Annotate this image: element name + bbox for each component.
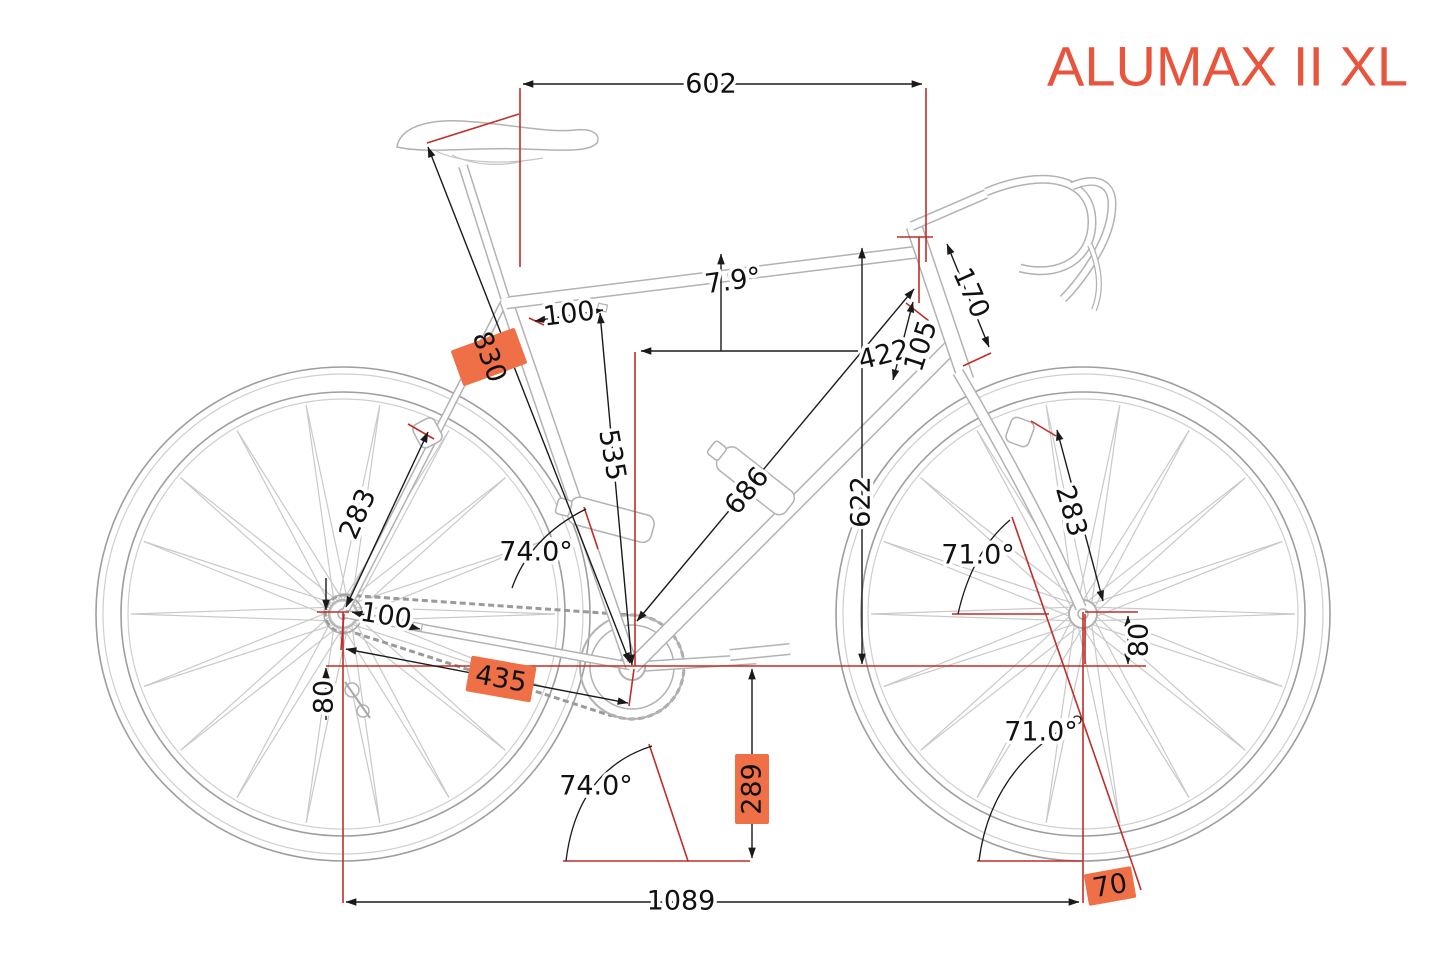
seatpost — [458, 164, 510, 300]
label-rear-brake: 283 — [333, 484, 382, 544]
rear-offset-marker — [411, 621, 424, 632]
dim-head-tube-length — [946, 243, 990, 348]
label-stack: 622 — [846, 476, 877, 528]
handlebar — [910, 174, 1117, 312]
dim-saddle-height — [427, 146, 631, 664]
label-trail: 70 — [1090, 868, 1129, 904]
label-head-tube-length: 170 — [946, 263, 995, 323]
label-rear-offset: 100 — [358, 597, 414, 636]
arc-seat-angle-upper — [511, 508, 587, 589]
bike-artwork — [95, 119, 1331, 862]
label-top-tube-effective: 602 — [685, 69, 737, 100]
dim-front-brake — [1056, 429, 1104, 602]
tick-170 — [962, 352, 992, 367]
highlight-trail — [1083, 866, 1137, 906]
highlight-boxes — [451, 328, 1137, 906]
steering-axis — [1011, 516, 1134, 867]
tick-chainstay-right — [628, 668, 635, 707]
label-bb-drop-right: 80 — [1124, 623, 1155, 657]
label-wheelbase: 1089 — [647, 886, 716, 917]
label-seat-tube-angle-ground: 74.0° — [559, 771, 633, 802]
arc-head-angle-upper — [957, 519, 1011, 615]
label-head-tube-angle-ground: 71.0° — [1004, 717, 1078, 748]
dim-rear-brake — [345, 431, 429, 608]
highlight-bb-height — [735, 754, 769, 824]
dim-saddle-setback — [534, 307, 604, 324]
label-seat-tube-length: 535 — [592, 427, 631, 483]
frame — [341, 223, 975, 673]
label-seat-tube-angle: 74.0° — [499, 537, 573, 568]
highlight-saddle-height — [451, 328, 527, 386]
tick-setback — [528, 317, 545, 326]
label-bb-drop-left: 80 — [309, 680, 340, 714]
label-top-tube-angle: 7.9° — [703, 262, 763, 301]
leader-dot — [1072, 715, 1082, 725]
label-bb-height: 289 — [737, 763, 768, 815]
label-head-tube-angle: 71.0° — [941, 540, 1015, 571]
arc-head-angle-ground — [978, 723, 1071, 862]
tick-saddle — [426, 113, 520, 144]
tick-front-brake — [1030, 420, 1057, 437]
label-saddle-setback: 100 — [542, 295, 597, 332]
label-front-brake: 283 — [1049, 482, 1093, 540]
model-title: ALUMAX II XL — [1047, 35, 1408, 98]
dimension-lines — [322, 80, 1132, 906]
front-brake-caliper — [1005, 416, 1035, 448]
dim-seat-tube-length — [597, 312, 635, 666]
seat-angle-leg — [648, 743, 689, 862]
steering-axis-tick — [1132, 865, 1142, 891]
dim-rear-offset — [351, 610, 421, 631]
arc-seat-angle-ground — [565, 745, 653, 862]
dim-down-tube — [636, 288, 915, 622]
highlight-chainstay — [465, 655, 537, 703]
